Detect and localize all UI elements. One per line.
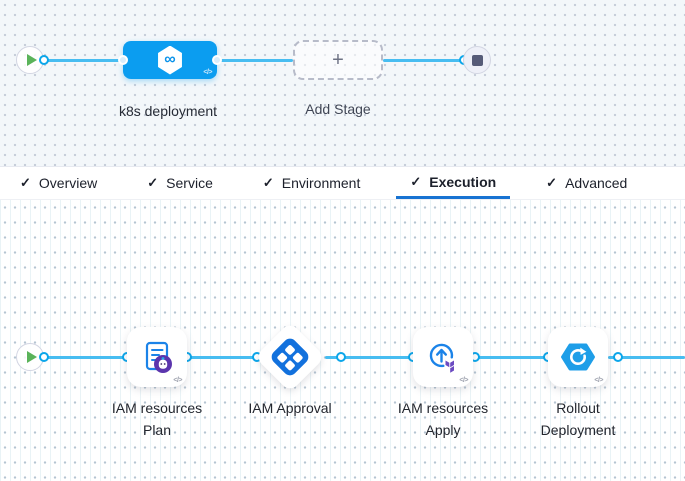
edge-port [211,54,222,65]
step-node-iam-resources-plan[interactable]: </> [127,327,187,387]
check-icon: ✓ [147,175,159,190]
execution-edge [475,355,548,359]
check-icon: ✓ [410,173,422,189]
tab-label: Service [166,175,213,191]
stage-label: k8s deployment [118,103,218,119]
tab-overview[interactable]: ✓ Overview [20,167,97,199]
pipeline-edge [383,58,464,62]
step-node-iam-approval[interactable] [254,321,326,393]
step-node-iam-resources-apply[interactable]: </> [413,327,473,387]
tab-service[interactable]: ✓ Service [147,167,213,199]
execution-edge [608,355,685,359]
harness-cd-stage-icon: ∞ [158,45,182,75]
tab-label: Advanced [565,175,628,191]
edge-port [117,54,128,65]
code-view-icon: </> [594,377,603,384]
edge-port [335,351,346,362]
approval-icon [268,335,312,379]
stage-config-tabbar: ✓ Overview ✓ Service ✓ Environment ✓ Exe… [0,166,685,200]
step-label: IAM Approval [248,400,332,416]
play-icon [26,54,37,66]
execution-edge [187,355,257,359]
check-icon: ✓ [546,175,558,190]
add-stage-label: Add Stage [305,101,371,117]
plus-icon: + [332,48,344,71]
pipeline-edge [42,58,123,62]
tab-label: Overview [38,175,98,191]
execution-edge [325,355,413,359]
stage-pipeline-canvas: ∞ </> + k8s deployment Add Stage [0,0,685,166]
step-node-rollout-deployment[interactable]: </> [548,327,608,387]
step-label: IAM resources Plan [111,400,203,438]
k8s-rollout-icon [561,343,595,371]
code-view-icon: </> [203,69,212,76]
tab-label: Execution [429,173,497,190]
execution-canvas: </> IAM resources Plan IAM Approval </> [0,200,685,481]
step-label: IAM resources Apply [397,400,489,438]
check-icon: ✓ [20,175,31,190]
terraform-apply-icon [429,343,454,373]
check-icon: ✓ [262,175,274,190]
edge-port [38,351,49,362]
terraform-plan-icon [145,341,172,373]
execution-edge [42,355,127,359]
tab-label: Environment [281,175,361,191]
add-stage-button[interactable]: + [293,40,383,80]
tab-execution[interactable]: ✓ Execution [396,167,511,199]
code-view-icon: </> [459,377,468,384]
play-icon [26,351,37,363]
code-view-icon: </> [173,377,182,384]
infinity-icon: ∞ [164,51,176,68]
step-label: Rollout Deployment [540,400,616,438]
stage-node-k8s-deployment[interactable]: ∞ </> [123,41,217,79]
pipeline-end-node[interactable] [463,46,491,74]
edge-port [612,351,623,362]
edge-port [38,54,49,65]
tab-advanced[interactable]: ✓ Advanced [546,167,627,199]
tab-environment[interactable]: ✓ Environment [263,167,361,199]
stop-icon [471,54,483,66]
pipeline-edge [217,58,293,62]
